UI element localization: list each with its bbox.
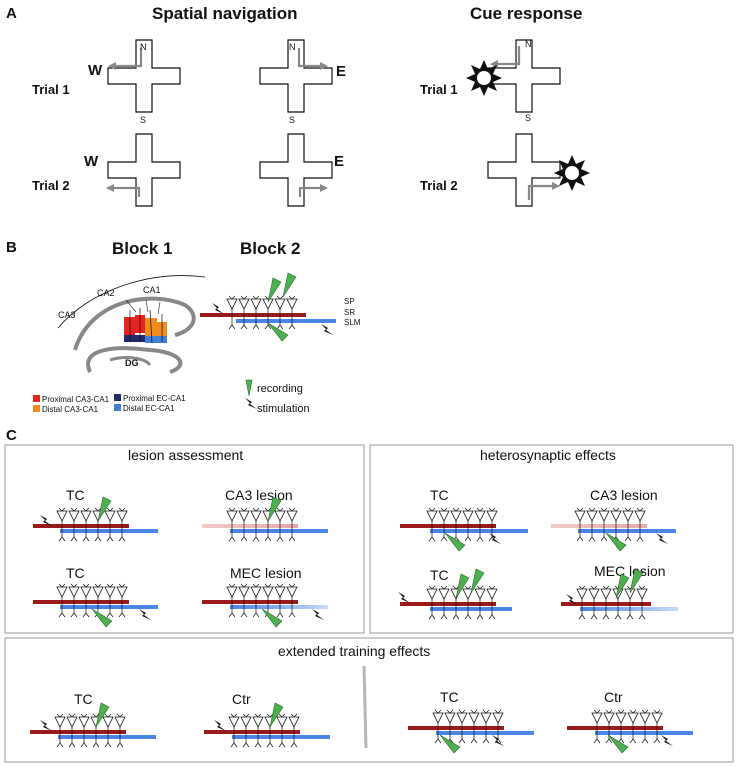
maze-trial2-west bbox=[106, 133, 181, 207]
maze1-west: W bbox=[88, 62, 103, 79]
heterosynaptic-effects-title: heterosynaptic effects bbox=[480, 447, 616, 463]
maze4-east: E bbox=[334, 153, 344, 170]
cue-maze1-south: S bbox=[525, 113, 531, 123]
lesion-assessment-box bbox=[4, 444, 365, 634]
layer-sp: SP bbox=[344, 297, 355, 306]
legend-label-distal-ec: Distal EC-CA1 bbox=[123, 404, 175, 413]
cue-response-heading: Cue response bbox=[470, 4, 582, 23]
recording-legend-icon bbox=[245, 379, 253, 397]
trial-1-label-spatial: Trial 1 bbox=[32, 82, 70, 97]
maze2-north: N bbox=[289, 42, 296, 52]
maze1-north: N bbox=[140, 42, 147, 52]
maze4-south: S bbox=[289, 115, 295, 125]
stimulation-label: stimulation bbox=[257, 403, 310, 415]
la-ca3-lesion-schematic bbox=[202, 496, 328, 542]
layer-sr: SR bbox=[344, 308, 355, 317]
et-tc-left-schematic bbox=[30, 702, 156, 748]
et-ctr-right-schematic bbox=[567, 709, 693, 754]
block-1-heading: Block 1 bbox=[112, 239, 172, 258]
et-ctr-left-schematic bbox=[204, 702, 330, 748]
ca1-label: CA1 bbox=[143, 285, 161, 295]
legend-label-proximal-ec: Proximal EC-CA1 bbox=[123, 394, 186, 403]
legend-swatch-distal-ca3 bbox=[33, 405, 40, 412]
maze3-west: W bbox=[84, 153, 99, 170]
he-tc-bottom-schematic bbox=[398, 568, 512, 620]
et-tc-right-label: TC bbox=[440, 689, 459, 705]
et-tc-left-label: TC bbox=[74, 691, 93, 707]
he-ca3-lesion-schematic bbox=[551, 507, 676, 552]
he-mec-lesion-schematic bbox=[561, 568, 678, 620]
block2-schematic bbox=[200, 272, 336, 342]
stimulation-legend-icon bbox=[245, 398, 257, 409]
panel-c-letter: C bbox=[6, 427, 17, 444]
maze-cue-trial2 bbox=[487, 133, 590, 207]
heterosynaptic-effects-box bbox=[369, 444, 734, 634]
ca3-label: CA3 bbox=[58, 310, 76, 320]
ca2-label: CA2 bbox=[97, 288, 115, 298]
panel-a-letter: A bbox=[6, 5, 17, 22]
et-ctr-right-label: Ctr bbox=[604, 689, 623, 705]
maze3-south: S bbox=[140, 115, 146, 125]
legend-label-distal-ca3: Distal CA3-CA1 bbox=[42, 405, 99, 414]
et-ctr-left-label: Ctr bbox=[232, 691, 251, 707]
he-tc-top-label: TC bbox=[430, 487, 449, 503]
maze-cue-trial1 bbox=[466, 39, 561, 113]
layer-slm: SLM bbox=[344, 318, 361, 327]
la-tc-top-label: TC bbox=[66, 487, 85, 503]
maze2-east: E bbox=[336, 63, 346, 80]
extended-divider bbox=[362, 665, 368, 749]
legend-swatch-proximal-ca3 bbox=[33, 395, 40, 402]
et-tc-right-schematic bbox=[408, 709, 534, 754]
he-tc-top-schematic bbox=[400, 507, 528, 552]
legend: Proximal CA3-CA1 Distal CA3-CA1 Proximal… bbox=[33, 394, 186, 414]
trial-2-label-cue: Trial 2 bbox=[420, 178, 458, 193]
he-mec-lesion-label: MEC lesion bbox=[594, 563, 666, 579]
maze-trial2-east bbox=[259, 133, 333, 207]
legend-swatch-distal-ec bbox=[114, 404, 121, 411]
la-ca3-lesion-label: CA3 lesion bbox=[225, 487, 293, 503]
hippocampus-diagram bbox=[57, 275, 206, 374]
la-tc-bottom-schematic bbox=[33, 583, 158, 628]
trial-1-label-cue: Trial 1 bbox=[420, 82, 458, 97]
panel-b-letter: B bbox=[6, 239, 17, 256]
dg-label: DG bbox=[125, 358, 139, 368]
extended-training-title: extended training effects bbox=[278, 643, 430, 659]
cue-maze1-north: N bbox=[525, 39, 532, 49]
he-ca3-lesion-label: CA3 lesion bbox=[590, 487, 658, 503]
maze-trial1-west bbox=[107, 39, 181, 113]
lesion-assessment-title: lesion assessment bbox=[128, 447, 243, 463]
he-tc-bottom-label: TC bbox=[430, 567, 449, 583]
trial-2-label-spatial: Trial 2 bbox=[32, 178, 70, 193]
maze-trial1-east bbox=[259, 39, 333, 113]
la-tc-bottom-label: TC bbox=[66, 565, 85, 581]
la-mec-lesion-schematic bbox=[202, 583, 328, 628]
la-tc-top-schematic bbox=[33, 496, 158, 542]
recording-label: recording bbox=[257, 383, 303, 395]
block-2-heading: Block 2 bbox=[240, 239, 300, 258]
la-mec-lesion-label: MEC lesion bbox=[230, 565, 302, 581]
spatial-navigation-heading: Spatial navigation bbox=[152, 4, 297, 23]
extended-training-box bbox=[4, 637, 734, 763]
legend-label-proximal-ca3: Proximal CA3-CA1 bbox=[42, 395, 110, 404]
legend-swatch-proximal-ec bbox=[114, 394, 121, 401]
